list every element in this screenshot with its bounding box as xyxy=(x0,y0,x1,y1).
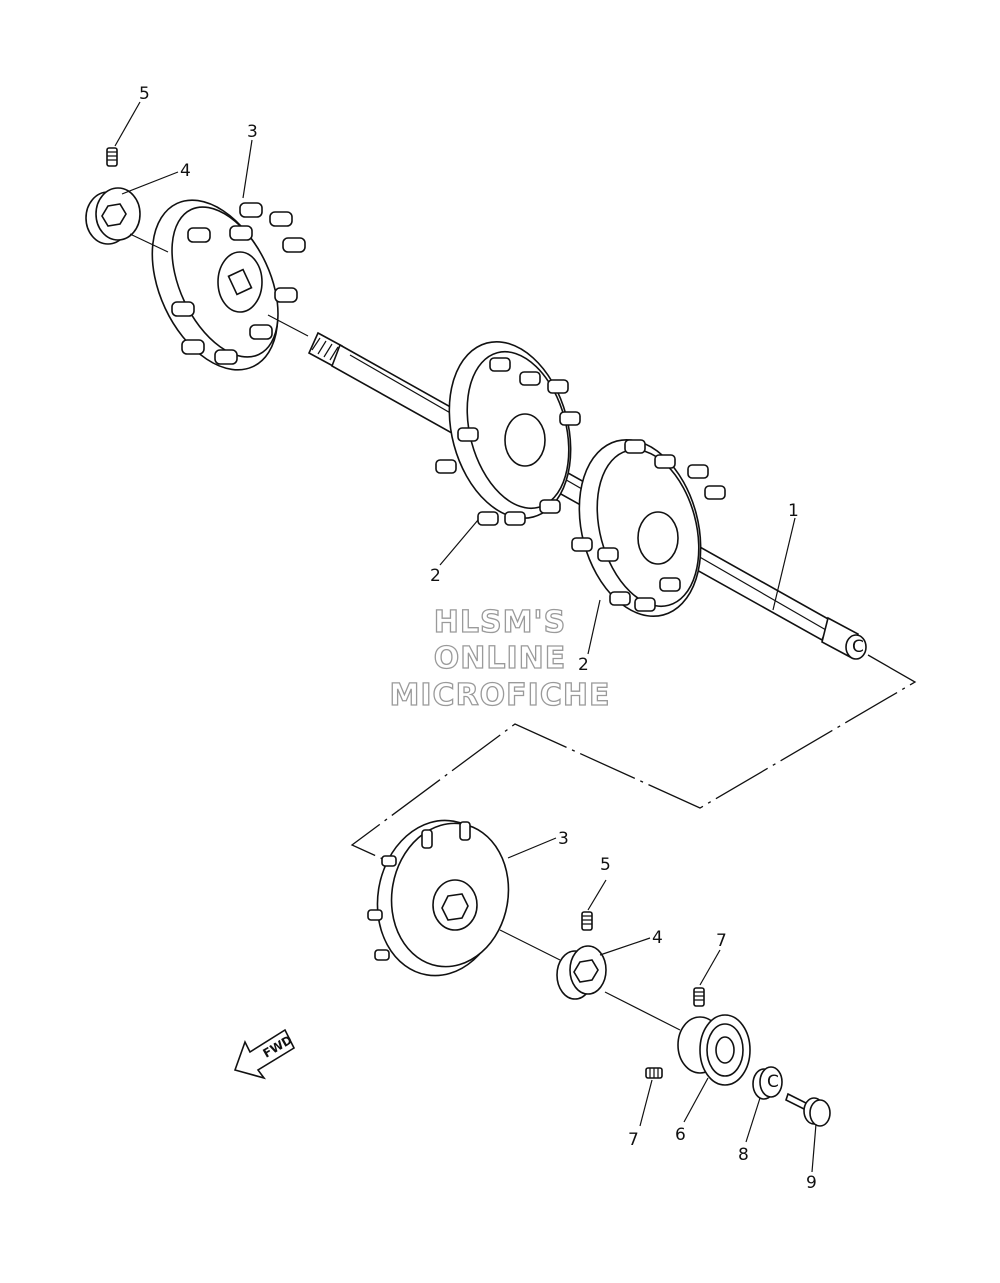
track-sprocket-right xyxy=(571,438,726,618)
nut-mark: C xyxy=(767,1072,779,1092)
callout-6: 6 xyxy=(675,1125,686,1145)
bottom-sprocket-to-collar-line xyxy=(499,929,561,961)
track-sprocket-left xyxy=(435,340,581,526)
callout-7-lower: 7 xyxy=(628,1130,639,1150)
callout-5-top: 5 xyxy=(139,84,150,104)
callout-5-bottom: 5 xyxy=(600,855,611,875)
set-screw-bottom xyxy=(581,911,593,931)
callout-4-bottom: 4 xyxy=(652,928,663,948)
bolt xyxy=(785,1092,831,1127)
watermark-line-3: MICROFICHE xyxy=(390,678,611,713)
collar-top xyxy=(85,187,141,245)
set-screw-top xyxy=(106,147,118,167)
callout-numbers: 5 4 3 1 2 2 3 5 4 7 7 6 8 9 xyxy=(139,84,817,1193)
callout-8: 8 xyxy=(738,1145,749,1165)
nut: C xyxy=(752,1066,783,1100)
callout-3-bottom: 3 xyxy=(558,829,569,849)
callout-2-right: 2 xyxy=(578,655,589,675)
watermark: HLSM'S ONLINE MICROFICHE xyxy=(389,604,611,713)
leader-lines xyxy=(114,101,817,1173)
callout-4-top: 4 xyxy=(180,161,191,181)
callout-7-upper: 7 xyxy=(716,931,727,951)
watermark-line-2: ONLINE xyxy=(434,641,567,676)
collar-bottom xyxy=(556,945,607,1000)
fwd-direction-arrow: FWD xyxy=(233,1028,296,1080)
assembly-dash-line xyxy=(350,654,917,861)
set-screw-bearing-upper xyxy=(693,987,705,1007)
callout-2-left: 2 xyxy=(430,566,441,586)
callout-3-top: 3 xyxy=(247,122,258,142)
watermark-line-1: HLSM'S xyxy=(434,605,566,640)
callout-9: 9 xyxy=(806,1173,817,1193)
sprocket-to-shaft-line xyxy=(267,314,309,337)
collar-to-bearing-line xyxy=(604,991,681,1031)
end-sprocket-top xyxy=(151,199,306,371)
shaft-end-mark: C xyxy=(852,637,864,657)
set-screw-bearing-lower xyxy=(645,1067,663,1079)
callout-1: 1 xyxy=(788,501,799,521)
bearing xyxy=(677,1014,751,1086)
end-sprocket-bottom xyxy=(367,819,510,977)
collar-to-sprocket-line xyxy=(129,233,169,253)
